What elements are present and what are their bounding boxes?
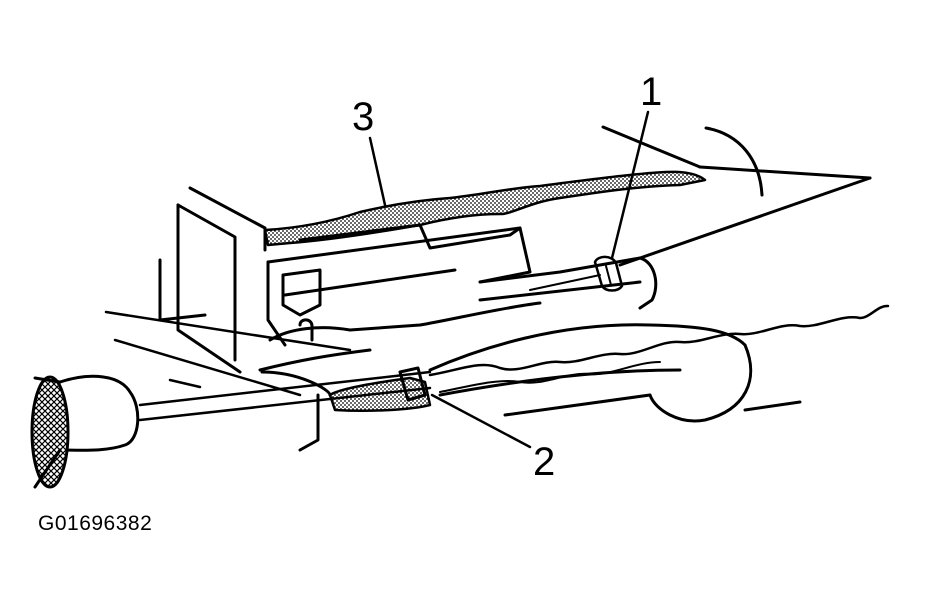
housing-front [268,228,520,262]
tool-grip-end [32,377,68,487]
upper-panel-edge [700,167,870,178]
figure-id: G01696382 [38,512,153,535]
housing-slot [283,270,320,315]
tool-rod-lower [115,340,300,395]
leader-3 [370,138,385,205]
connector-base [262,372,330,395]
pipe-end [650,345,751,421]
lower-clip [300,320,312,340]
cable [430,306,888,375]
pipe-lower-edge [505,395,650,415]
left-frame-edge [160,260,205,320]
callout-1: 1 [640,70,663,114]
pipe-bottom [440,370,680,395]
left-bracket [190,188,265,250]
upper-panel-line [603,127,700,167]
callout-3: 3 [352,95,375,139]
leader-1 [612,112,648,258]
callout-2: 2 [533,440,556,484]
housing-top [300,225,530,282]
insulation-edge [265,172,705,245]
clip-1 [595,257,622,291]
channel-end [640,258,656,308]
pipe-right [745,402,800,410]
tool-handle [60,376,138,450]
tool-grip-band [35,378,60,487]
lower-flange [270,303,540,340]
lower-flange-front [260,350,370,370]
connector-bracket [300,395,318,450]
tool-rod-upper [106,312,350,350]
tool-shaft-line1 [140,372,430,405]
clip-1-inner [606,266,611,285]
tool-rod-arrow [170,380,200,387]
upper-panel-curve [706,128,762,195]
tool-shaft-line2 [140,388,430,420]
cable-lower [440,362,660,392]
clip-1-wire [530,275,600,290]
channel-top [480,258,640,282]
right-panel-edge [620,178,870,265]
channel-bottom [480,282,640,300]
left-frame [178,205,240,372]
pipe-top [430,325,745,370]
housing-lower [285,270,455,295]
leader-2 [432,395,530,447]
left-frame-inner [178,205,235,360]
